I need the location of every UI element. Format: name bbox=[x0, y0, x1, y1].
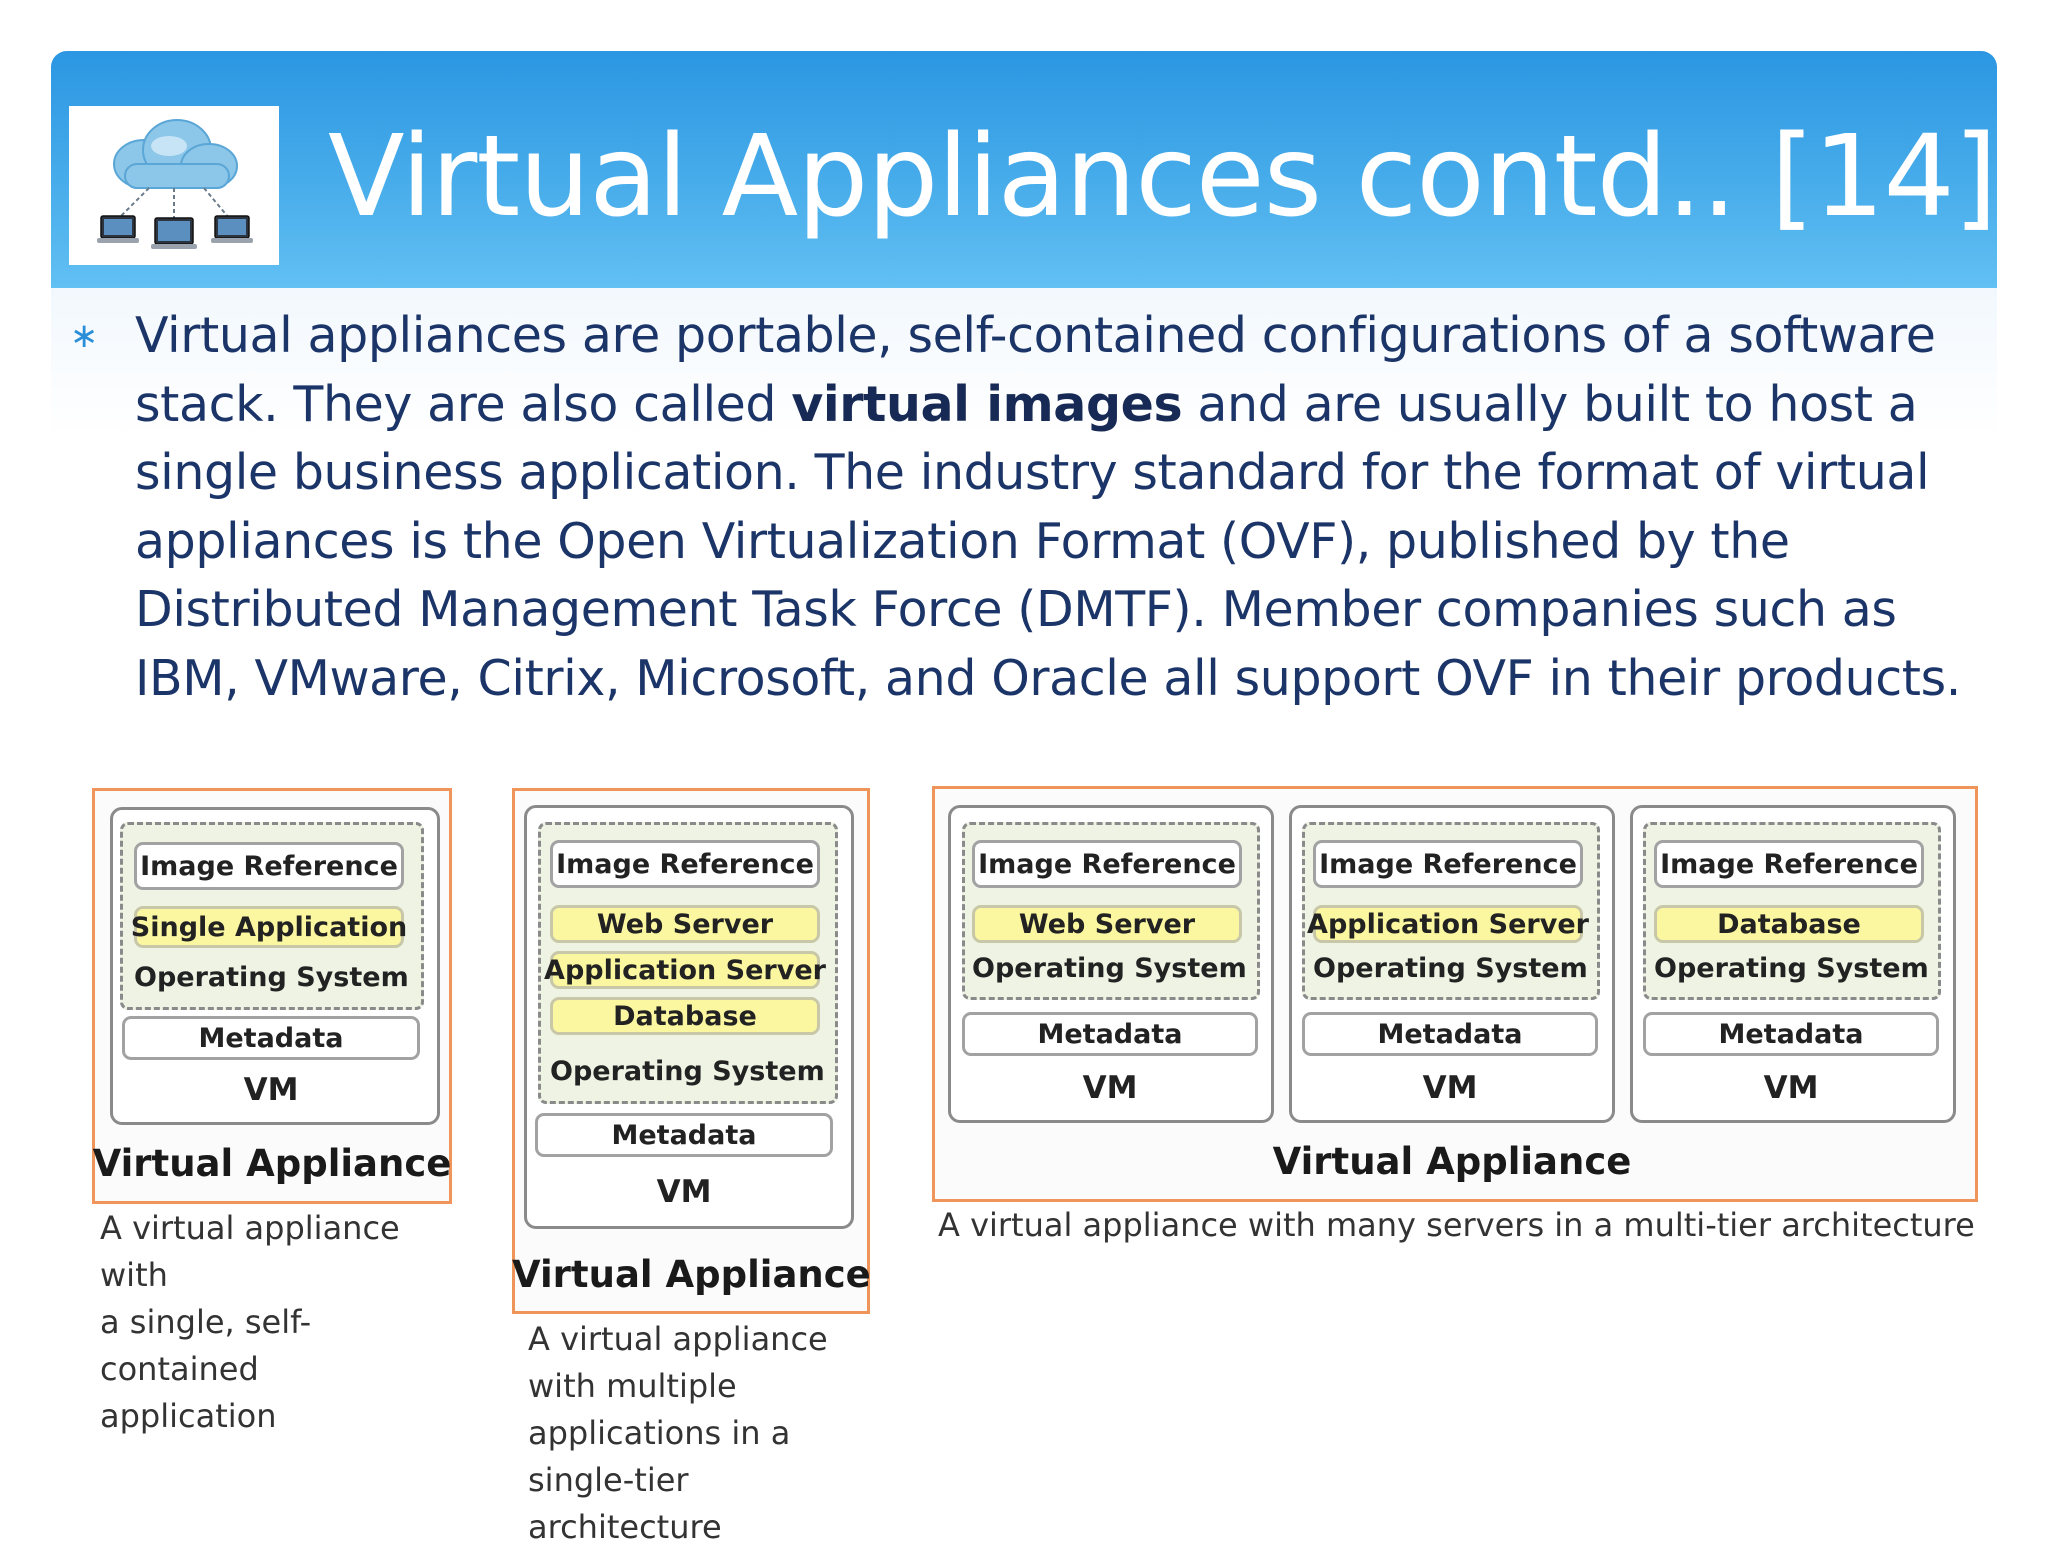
bullet-paragraph: Virtual appliances are portable, self-co… bbox=[135, 302, 2015, 713]
bullet-text-part1: Virtual appliances are portable, self-co… bbox=[135, 307, 1936, 433]
operating-system-label: Operating System bbox=[1313, 953, 1588, 984]
image-reference-box: Image Reference bbox=[1654, 840, 1924, 888]
virtual-appliance-label: Virtual Appliance bbox=[1272, 1140, 1632, 1183]
vm-label: VM bbox=[1422, 1070, 1478, 1106]
image-reference-box: Image Reference bbox=[1313, 840, 1583, 888]
bullet-text-bold: virtual images bbox=[791, 375, 1183, 433]
caption-multi-app: A virtual appliance with multiple applic… bbox=[528, 1320, 828, 1546]
image-reference-box: Image Reference bbox=[972, 840, 1242, 888]
application-server-box: Application Server bbox=[1307, 905, 1589, 943]
image-reference-box: Image Reference bbox=[550, 840, 820, 888]
metadata-box: Metadata bbox=[122, 1016, 420, 1060]
caption-single: A virtual appliance with a single, self-… bbox=[100, 1209, 400, 1435]
metadata-box: Metadata bbox=[1643, 1012, 1939, 1056]
database-box: Database bbox=[1654, 905, 1924, 943]
virtual-appliance-label: Virtual Appliance bbox=[512, 1253, 871, 1296]
metadata-box: Metadata bbox=[1302, 1012, 1598, 1056]
operating-system-label: Operating System bbox=[550, 1056, 825, 1087]
metadata-box: Metadata bbox=[535, 1113, 833, 1157]
header-fade bbox=[51, 288, 1997, 438]
operating-system-label: Operating System bbox=[1654, 953, 1929, 984]
caption-multi-tier: A virtual appliance with many servers in… bbox=[938, 1206, 1975, 1244]
operating-system-label: Operating System bbox=[972, 953, 1247, 984]
web-server-box: Web Server bbox=[550, 905, 820, 943]
vm-label: VM bbox=[243, 1072, 299, 1108]
single-application-box: Single Application bbox=[131, 906, 407, 948]
virtual-appliance-label: Virtual Appliance bbox=[92, 1142, 452, 1185]
vm-label: VM bbox=[1763, 1070, 1819, 1106]
bullet-text-part2: and are usually built to host a single b… bbox=[135, 375, 1961, 707]
title-bar bbox=[51, 51, 1997, 288]
vm-label: VM bbox=[656, 1174, 712, 1210]
image-reference-box: Image Reference bbox=[134, 842, 404, 890]
operating-system-label: Operating System bbox=[134, 962, 409, 993]
slide-title: Virtual Appliances contd.. [14] bbox=[328, 112, 1997, 242]
database-box: Database bbox=[550, 997, 820, 1035]
application-server-box: Application Server bbox=[544, 951, 826, 989]
bullet-asterisk-icon: ∗ bbox=[70, 316, 99, 356]
cloud-network-logo bbox=[69, 106, 279, 265]
web-server-box: Web Server bbox=[972, 905, 1242, 943]
metadata-box: Metadata bbox=[962, 1012, 1258, 1056]
vm-label: VM bbox=[1082, 1070, 1138, 1106]
